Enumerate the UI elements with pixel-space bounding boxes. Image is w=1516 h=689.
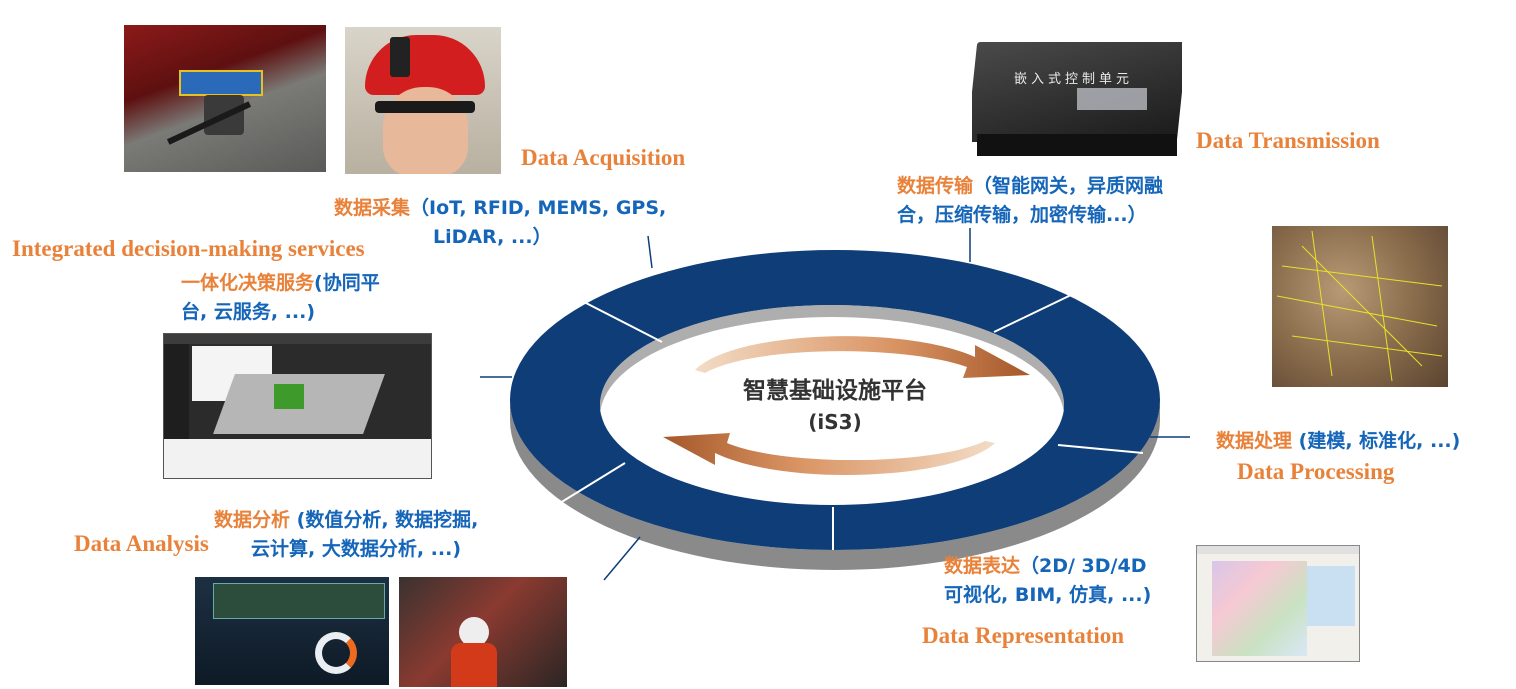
label-data-analysis: Data Analysis — [74, 531, 209, 556]
map-screenshot — [1196, 545, 1360, 662]
rock-joint-lines — [1276, 230, 1443, 382]
center-subtitle: (iS3) — [808, 410, 861, 434]
acquisition-detail-1: （IoT, RFID, MEMS, GPS, — [410, 197, 667, 219]
acquisition-cn-title: 数据采集 — [334, 197, 411, 219]
gis-software-screenshot — [163, 333, 432, 479]
representation-description: 数据表达（2D/ 3D/4D — [944, 551, 1147, 582]
device-label: 嵌入式控制单元 — [1014, 72, 1134, 87]
center-title: 智慧基础设施平台 — [743, 377, 927, 404]
arrow-top-icon — [695, 336, 1030, 378]
representation-detail-1: （2D/ 3D/4D — [1020, 555, 1147, 577]
embedded-control-unit-photo: 嵌入式控制单元 — [972, 42, 1182, 160]
decision-detail-2: 台, 云服务, ...) — [181, 301, 316, 323]
acquisition-detail-2: LiDAR, ...） — [433, 226, 552, 248]
processing-detail: (建模, 标准化, ...) — [1292, 430, 1461, 452]
transmission-detail-2: 合，压缩传输，加密传输...） — [897, 204, 1147, 226]
analysis-detail-1: (数值分析, 数据挖掘, — [290, 509, 479, 531]
representation-cn-title: 数据表达 — [944, 555, 1021, 577]
label-data-transmission: Data Transmission — [1196, 128, 1380, 153]
analysis-detail-2: 云计算, 大数据分析, ...) — [251, 538, 462, 560]
processing-cn-title: 数据处理 — [1216, 430, 1293, 452]
analysis-description: 数据分析 (数值分析, 数据挖掘, — [214, 505, 478, 536]
label-data-acquisition: Data Acquisition — [521, 145, 686, 170]
analysis-cn-title: 数据分析 — [214, 509, 291, 531]
dashboard-screenshot — [195, 577, 389, 685]
decision-description: 一体化决策服务(协同平 — [181, 268, 380, 299]
ring-top — [510, 250, 1160, 550]
tunnel-worker-photo — [399, 577, 567, 687]
transmission-description: 数据传输（智能网关，异质网融 — [897, 171, 1163, 202]
representation-detail-2: 可视化, BIM, 仿真, ...) — [944, 584, 1152, 606]
processing-description: 数据处理 (建模, 标准化, ...) — [1216, 426, 1460, 457]
transmission-detail-1: （智能网关，异质网融 — [973, 175, 1164, 197]
worker-helmet-photo — [345, 27, 501, 174]
transmission-cn-title: 数据传输 — [897, 175, 974, 197]
sensor-photo — [124, 25, 326, 172]
label-integrated-decision-services: Integrated decision-making services — [12, 236, 365, 261]
rock-face-photo — [1272, 226, 1448, 387]
decision-detail-1: (协同平 — [314, 272, 380, 294]
label-data-representation: Data Representation — [922, 623, 1125, 648]
decision-cn-title: 一体化决策服务 — [181, 272, 315, 294]
label-data-processing: Data Processing — [1237, 459, 1395, 484]
ring-diagram: 智慧基础设施平台 (iS3) — [510, 250, 1160, 570]
ring-dividers — [559, 294, 1144, 550]
acquisition-description: 数据采集（IoT, RFID, MEMS, GPS, — [334, 193, 666, 224]
arrow-bottom-icon — [663, 433, 995, 476]
